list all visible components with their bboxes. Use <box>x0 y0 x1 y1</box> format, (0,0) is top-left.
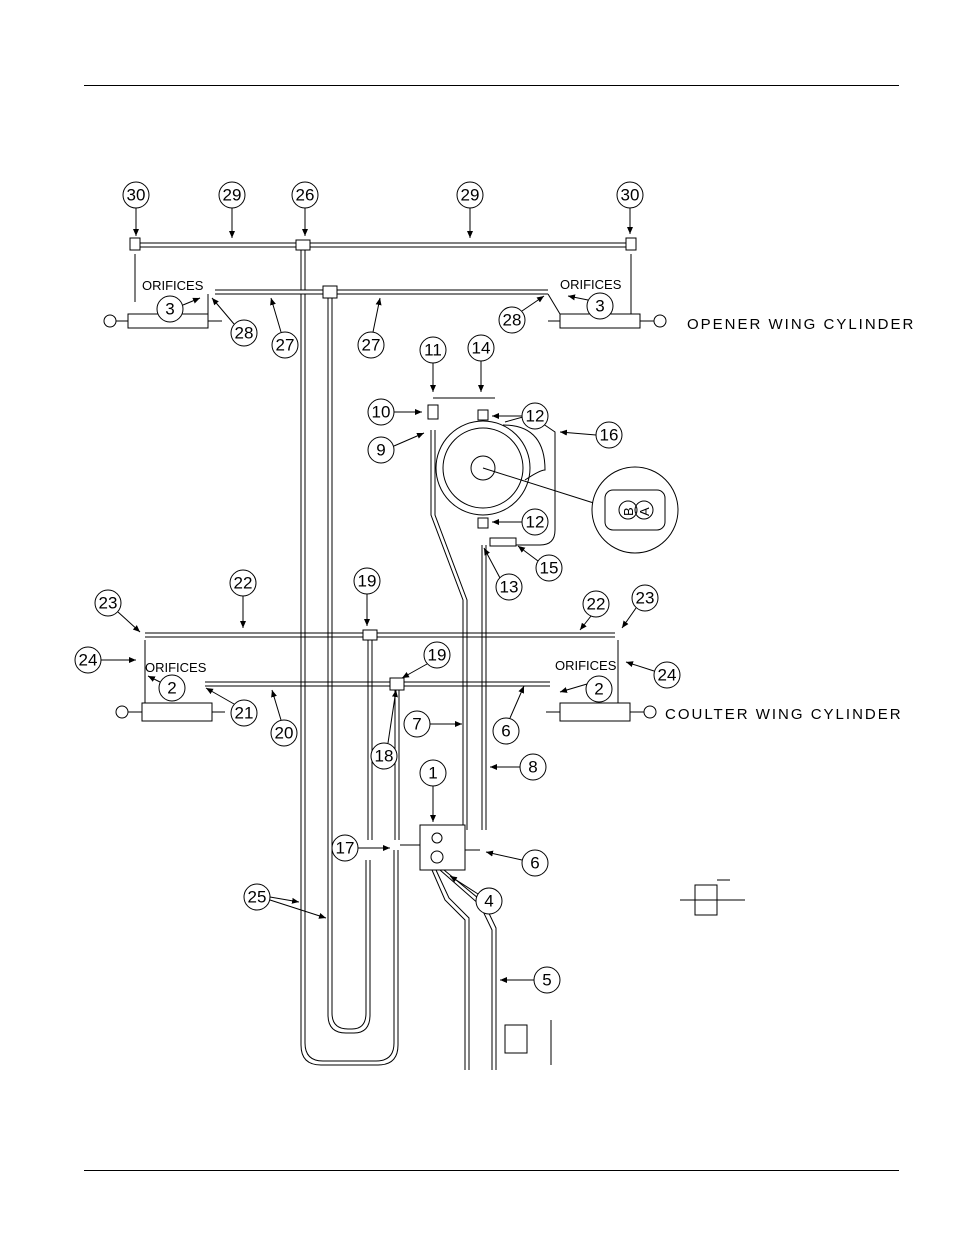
callout-balloon: 23 <box>95 590 140 632</box>
callout-balloon: 5 <box>500 967 560 993</box>
svg-text:18: 18 <box>375 747 394 766</box>
callout-balloon: 21 <box>206 688 257 726</box>
callout-balloon: 27 <box>358 298 384 358</box>
callout-balloon: 19 <box>354 568 380 626</box>
svg-text:29: 29 <box>461 186 480 205</box>
callout-balloon: 26 <box>292 182 318 236</box>
callout-balloon: 18 <box>371 690 397 769</box>
svg-text:26: 26 <box>296 186 315 205</box>
opener-label: OPENER WING CYLINDER <box>687 316 915 333</box>
callout-balloon: 15 <box>518 546 562 581</box>
callout-balloon: 13 <box>484 548 522 600</box>
svg-text:21: 21 <box>235 704 254 723</box>
callout-balloon: 27 <box>271 298 298 358</box>
callout-balloon: 2 <box>560 676 612 702</box>
svg-text:22: 22 <box>234 574 253 593</box>
svg-text:14: 14 <box>472 339 491 358</box>
callout-balloon: 29 <box>457 182 483 238</box>
svg-text:24: 24 <box>79 651 98 670</box>
svg-text:10: 10 <box>372 403 391 422</box>
callout-balloon: 30 <box>617 182 643 234</box>
callout-balloon: 7 <box>404 711 462 737</box>
callout-balloon: 1 <box>420 760 446 822</box>
svg-text:28: 28 <box>235 324 254 343</box>
orifices-label: ORIFICES <box>145 660 207 675</box>
svg-text:20: 20 <box>275 724 294 743</box>
callout-balloon: 12 <box>492 509 548 535</box>
svg-text:19: 19 <box>428 646 447 665</box>
svg-text:29: 29 <box>223 186 242 205</box>
coulter-cylinder-left <box>142 703 212 721</box>
svg-text:8: 8 <box>528 758 537 777</box>
svg-text:19: 19 <box>358 572 377 591</box>
svg-text:6: 6 <box>501 722 510 741</box>
callout-balloon: 24 <box>626 662 680 688</box>
callout-balloon: 25 <box>244 884 326 918</box>
svg-text:9: 9 <box>376 441 385 460</box>
svg-text:17: 17 <box>336 839 355 858</box>
svg-text:1: 1 <box>428 764 437 783</box>
svg-text:13: 13 <box>500 578 519 597</box>
coulter-cylinder-right <box>560 703 630 721</box>
callout-balloon: 28 <box>212 298 257 346</box>
svg-text:27: 27 <box>362 336 381 355</box>
opener-section <box>104 238 666 1065</box>
callout-balloon: 16 <box>560 422 622 448</box>
callout-balloon: 30 <box>123 182 149 236</box>
callout-balloon: 29 <box>219 182 245 238</box>
callout-balloons: 30 29 26 29 30 3 28 27 27 28 3 11 14 10 … <box>75 182 680 993</box>
svg-text:3: 3 <box>165 300 174 319</box>
port-a-label: A <box>637 505 652 516</box>
orifices-label: ORIFICES <box>142 278 204 293</box>
callout-balloon: 11 <box>420 337 446 392</box>
coulter-label: COULTER WING CYLINDER <box>665 706 903 723</box>
callout-balloon: 24 <box>75 647 136 673</box>
svg-text:15: 15 <box>540 559 559 578</box>
svg-text:12: 12 <box>526 513 545 532</box>
callout-balloon: 8 <box>490 754 546 780</box>
callout-balloon: 22 <box>230 570 256 628</box>
svg-text:22: 22 <box>587 595 606 614</box>
svg-text:3: 3 <box>595 297 604 316</box>
svg-text:12: 12 <box>526 407 545 426</box>
svg-text:27: 27 <box>276 336 295 355</box>
svg-text:6: 6 <box>530 854 539 873</box>
svg-text:2: 2 <box>167 679 176 698</box>
callout-balloon: 14 <box>468 335 494 392</box>
motor-section: B A <box>428 398 678 830</box>
svg-text:7: 7 <box>412 715 421 734</box>
callout-balloon: 6 <box>486 850 548 876</box>
svg-text:2: 2 <box>594 680 603 699</box>
svg-text:25: 25 <box>248 888 267 907</box>
callout-balloon: 19 <box>402 642 450 678</box>
svg-text:30: 30 <box>621 186 640 205</box>
svg-text:23: 23 <box>99 594 118 613</box>
callout-balloon: 28 <box>499 296 544 333</box>
callout-balloon: 2 <box>148 675 185 701</box>
callout-balloon: 20 <box>271 690 297 746</box>
svg-text:4: 4 <box>484 892 493 911</box>
svg-text:5: 5 <box>542 971 551 990</box>
svg-text:30: 30 <box>127 186 146 205</box>
callout-balloon: 9 <box>368 433 424 463</box>
port-b-label: B <box>621 505 636 516</box>
callout-balloon: 22 <box>580 591 609 630</box>
callout-balloon: 10 <box>368 399 422 425</box>
svg-text:28: 28 <box>503 311 522 330</box>
orifices-label: ORIFICES <box>555 658 617 673</box>
svg-text:11: 11 <box>424 341 442 360</box>
valve-section <box>400 825 745 1070</box>
callout-balloon: 6 <box>493 686 524 744</box>
callout-balloon: 23 <box>622 585 658 628</box>
svg-text:16: 16 <box>600 426 619 445</box>
orifices-label: ORIFICES <box>560 277 622 292</box>
callout-balloon: 17 <box>332 835 390 861</box>
svg-text:23: 23 <box>636 589 655 608</box>
svg-text:24: 24 <box>658 666 677 685</box>
valve-block <box>420 825 465 870</box>
